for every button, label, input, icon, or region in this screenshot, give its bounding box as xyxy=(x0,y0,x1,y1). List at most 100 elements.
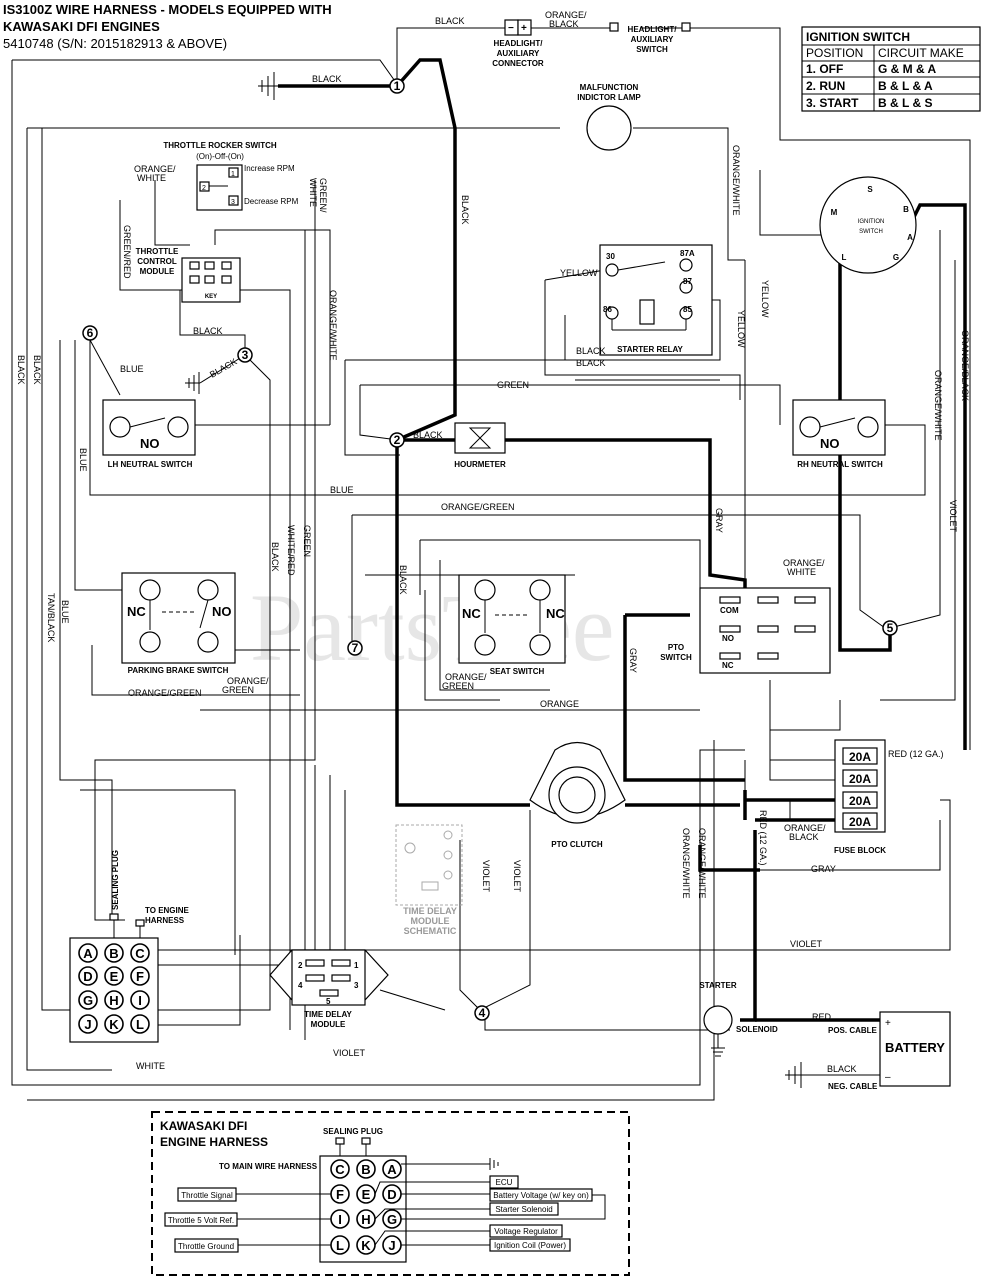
wire-label: BLUE xyxy=(60,600,70,624)
label: NO xyxy=(722,634,734,643)
label: NEG. CABLE xyxy=(828,1082,878,1091)
ignition-row-pos: 2. RUN xyxy=(806,79,845,93)
svg-text:E: E xyxy=(110,969,119,984)
wire-label: BLACK xyxy=(193,326,223,336)
ignition-switch-table: IGNITION SWITCH POSITION CIRCUIT MAKE 1.… xyxy=(801,26,981,112)
wire-label: BLACK xyxy=(398,565,408,595)
label: Decrease RPM xyxy=(244,197,299,206)
wire-label: BLACK xyxy=(312,74,342,84)
label: + xyxy=(885,1018,891,1029)
label: PTO CLUTCH xyxy=(551,840,603,849)
svg-text:C: C xyxy=(335,1162,345,1177)
label: STARTER xyxy=(699,981,736,990)
wire-label: BLACK xyxy=(32,355,42,385)
wire-label: GRAY xyxy=(811,864,836,874)
wire-label: BLUE xyxy=(120,364,144,374)
wire-label: BLACK xyxy=(827,1064,857,1074)
label: – xyxy=(885,1072,891,1083)
label: TO ENGINE xyxy=(145,906,190,915)
wire-label: GRAY xyxy=(714,508,724,533)
ignition-switch: S M B A L G IGNITION SWITCH xyxy=(819,176,917,274)
connector-pin: I xyxy=(330,1209,350,1229)
wire-label: BLACK xyxy=(549,19,579,29)
svg-text:D: D xyxy=(83,969,92,984)
wire-label: GREEN xyxy=(442,681,474,691)
label: NO xyxy=(140,436,160,451)
wire-label: BLACK xyxy=(208,356,239,379)
wire-label: WHITE xyxy=(136,1061,165,1071)
connector-pin: B xyxy=(356,1159,376,1179)
wire-label: GREEN/RED xyxy=(122,225,132,279)
label: INDICTOR LAMP xyxy=(577,93,641,102)
label: TO MAIN WIRE HARNESS xyxy=(219,1162,318,1171)
svg-text:I: I xyxy=(338,1212,342,1227)
ground-symbol xyxy=(785,1062,885,1088)
harness-label: Throttle Ground xyxy=(178,1242,234,1251)
wire-label: ORANGE xyxy=(540,699,579,709)
svg-text:F: F xyxy=(136,969,144,984)
wire-label: YELLOW xyxy=(560,268,598,278)
label: STARTER RELAY xyxy=(617,345,683,354)
svg-text:+: + xyxy=(521,23,527,34)
ignition-table-col-position: POSITION xyxy=(806,46,863,60)
connector-pin: H xyxy=(356,1209,376,1229)
harness-label: Starter Solenoid xyxy=(495,1205,552,1214)
svg-text:G: G xyxy=(387,1212,397,1227)
wire-label: VIOLET xyxy=(948,500,958,533)
wire-label: VIOLET xyxy=(790,939,823,949)
svg-text:J: J xyxy=(388,1238,395,1253)
connector-pin: C xyxy=(330,1159,350,1179)
wire-label: ORANGE/WHITE xyxy=(328,290,338,361)
harness-label: Voltage Regulator xyxy=(494,1227,558,1236)
connector-pin: A xyxy=(382,1159,402,1179)
label: SOLENOID xyxy=(736,1025,778,1034)
label: NC xyxy=(127,604,146,619)
label: (On)-Off-(On) xyxy=(196,152,244,161)
connector-pin: K xyxy=(356,1235,376,1255)
connector-pin: K xyxy=(104,1014,124,1034)
svg-text:E: E xyxy=(362,1187,371,1202)
label: 4 xyxy=(298,981,303,990)
label: FUSE BLOCK xyxy=(834,846,886,855)
wire-label: ORANGE/WHITE xyxy=(933,370,943,441)
parking-brake-switch: NC NO PARKING BRAKE SWITCH xyxy=(121,572,236,675)
ignition-row-make: B & L & S xyxy=(878,96,932,110)
label: MODULE xyxy=(311,1020,346,1029)
label: SWITCH xyxy=(660,653,692,662)
svg-text:I: I xyxy=(138,993,142,1008)
label: AUXILIARY xyxy=(631,35,674,44)
label: CONTROL xyxy=(137,257,177,266)
wire-label: RED (12 GA.) xyxy=(758,810,768,866)
svg-text:1: 1 xyxy=(394,79,401,93)
wire-label: ORANGE/ xyxy=(545,10,587,20)
svg-text:F: F xyxy=(336,1187,344,1202)
label: B xyxy=(903,205,909,214)
wire-label: BLACK xyxy=(576,346,606,356)
label: TIME DELAY xyxy=(304,1010,352,1019)
svg-text:D: D xyxy=(387,1187,396,1202)
ignition-table-col-circuit: CIRCUIT MAKE xyxy=(878,46,964,60)
wire-label: BLACK xyxy=(435,16,465,26)
wire-label: ORANGE/WHITE xyxy=(697,828,707,899)
label: KAWASAKI DFI xyxy=(160,1119,247,1133)
svg-text:L: L xyxy=(136,1017,144,1032)
label: TIME DELAY xyxy=(403,906,457,916)
svg-text:6: 6 xyxy=(87,326,94,340)
svg-text:K: K xyxy=(361,1238,371,1253)
wire-label: BLACK xyxy=(460,195,470,225)
wire-label: VIOLET xyxy=(512,860,522,893)
hourmeter: HOURMETER xyxy=(454,422,506,469)
label: 30 xyxy=(606,252,615,261)
wire-label: GREEN xyxy=(302,525,312,557)
label: HEADLIGHT/ xyxy=(494,39,544,48)
label: G xyxy=(893,253,899,262)
wire-label: BLACK xyxy=(789,832,819,842)
label: 85 xyxy=(683,305,692,314)
headlight-connector: − + HEADLIGHT/ AUXILIARY CONNECTOR xyxy=(492,19,544,68)
label: NO xyxy=(212,604,232,619)
wire-label: ORANGE/ xyxy=(227,676,269,686)
title-line-2: KAWASAKI DFI ENGINES xyxy=(3,19,160,34)
time-delay-schematic: TIME DELAY MODULE SCHEMATIC xyxy=(395,824,463,936)
svg-text:7: 7 xyxy=(352,641,359,655)
